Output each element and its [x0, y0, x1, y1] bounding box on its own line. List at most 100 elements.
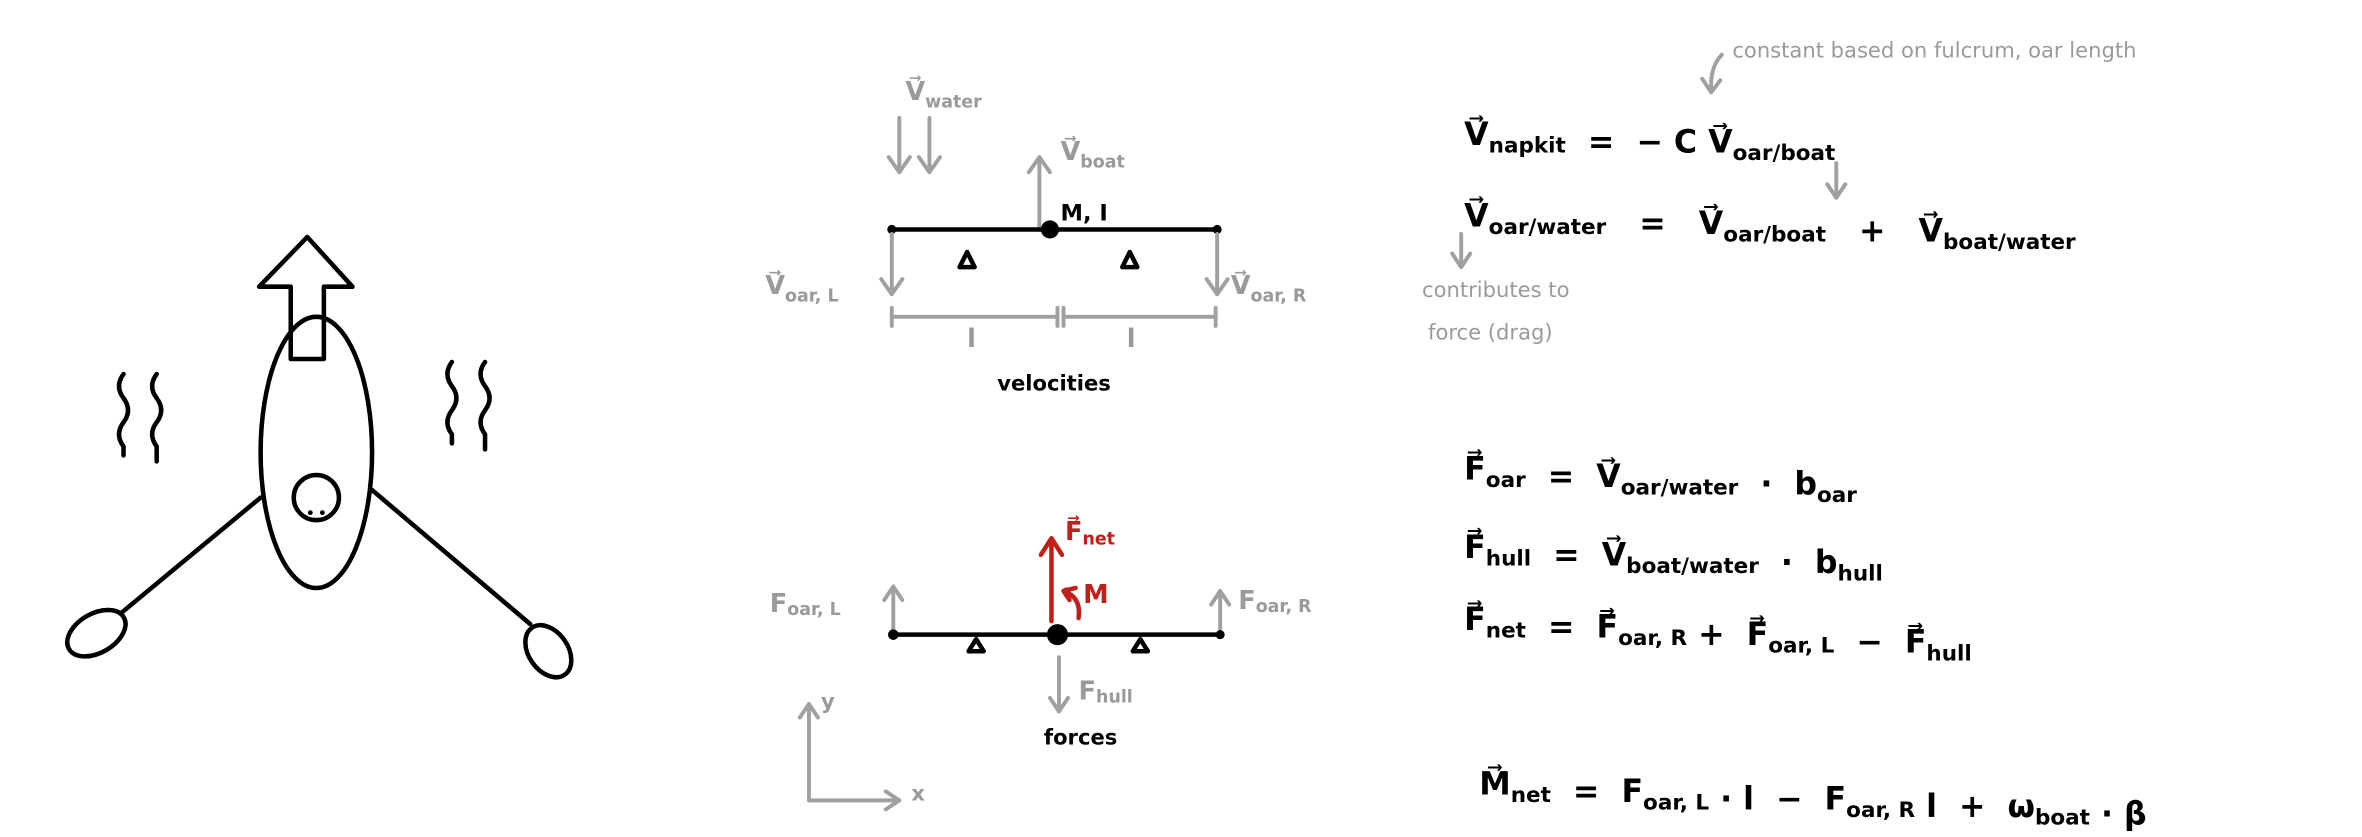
equation-term: V⃗ — [1699, 203, 1724, 242]
equation-subscript: oar/boat — [1723, 223, 1826, 248]
rower-eye — [307, 510, 313, 516]
equation-subscript: oar/water — [1489, 215, 1607, 240]
oar-blade-left — [65, 607, 128, 659]
forces-caption: forces — [1044, 725, 1117, 750]
equation-term: V⃗ — [1708, 122, 1733, 161]
equation-net-force: F⃗net = F⃗oar, R + F⃗oar, L − F⃗hull — [1464, 599, 1972, 666]
equation-subscript: oar/boat — [1733, 141, 1836, 166]
equation-term: F — [1621, 774, 1643, 810]
boat-velocity-arrow — [1026, 155, 1052, 229]
v-oar-left-label: V⃗oar, L — [765, 270, 838, 307]
velocities-diagram: V⃗water V⃗boat M, I V⃗oar, L V⃗oar, R l … — [765, 75, 1307, 395]
equation-term: F⃗ — [1464, 527, 1486, 566]
equation-term: = — [1606, 206, 1699, 242]
equation-subscript: hull — [1838, 561, 1883, 586]
length-dimension — [889, 305, 1218, 328]
oar-right — [369, 487, 533, 627]
equation-term: · β — [2090, 796, 2147, 832]
fulcrum-right-icon — [1130, 636, 1151, 654]
axis-x-label: x — [911, 780, 925, 805]
equation-subscript: boat — [2035, 805, 2090, 830]
moment-label: M — [1083, 580, 1108, 610]
forces-diagram: Foar, L Foar, R F⃗net M Fhull forces y x — [770, 515, 1312, 812]
equation-term: · b — [1759, 545, 1838, 581]
annotation-arrow — [1700, 52, 1724, 95]
f-oar-right-arrow — [1209, 589, 1232, 634]
boat-sketch — [65, 234, 574, 680]
equation-oar-force: F⃗oar = V⃗oar/water · boar — [1464, 449, 1857, 508]
v-oar-right-label: V⃗oar, R — [1231, 270, 1307, 307]
center-of-mass — [1046, 624, 1069, 646]
f-net-label: F⃗net — [1065, 515, 1115, 549]
axes-icon — [797, 702, 902, 812]
equation-napkit-velocity: V⃗napkit = − C V⃗oar/boat — [1464, 114, 1835, 166]
rower-head — [291, 472, 342, 523]
equation-term: = — [1551, 774, 1622, 810]
f-hull-label: Fhull — [1079, 676, 1133, 707]
equation-term: + — [1687, 617, 1747, 653]
center-of-mass — [1040, 220, 1059, 239]
equation-subscript: net — [1486, 619, 1526, 644]
annotation-arrow — [1825, 161, 1848, 200]
equation-term: F⃗ — [1464, 449, 1486, 488]
fulcrum-right-icon — [1119, 249, 1140, 270]
equation-subscript: oar, L — [1643, 790, 1709, 815]
equation-oar-water-velocity: V⃗oar/water = V⃗oar/boat + V⃗boat/water — [1464, 196, 2076, 255]
net-force-arrow — [1038, 535, 1065, 624]
f-oar-left-label: Foar, L — [770, 589, 841, 620]
equation-subscript: hull — [1486, 546, 1531, 571]
equation-subscript: oar, R — [1618, 626, 1687, 651]
water-wave-icon — [445, 359, 459, 446]
equation-term: F — [1825, 781, 1847, 817]
equation-net-moment: M⃗net = Foar, L · l − Foar, R l + ωboat … — [1479, 764, 2146, 833]
equation-term: V⃗ — [1464, 196, 1489, 235]
oar-right-velocity-arrow — [1204, 232, 1230, 297]
equation-subscript: napkit — [1489, 134, 1566, 159]
oar-left-velocity-arrow — [879, 232, 905, 297]
equation-term: F⃗ — [1464, 599, 1486, 638]
equation-subscript: oar — [1486, 468, 1526, 493]
equation-term: − — [1834, 625, 1905, 661]
equation-subscript: oar, R — [1846, 798, 1915, 823]
beam-end-left — [888, 629, 899, 640]
length-left-label: l — [967, 324, 976, 354]
constant-note: constant based on fulcrum, oar length — [1732, 38, 2136, 63]
f-oar-left-arrow — [882, 584, 905, 634]
equation-subscript: oar/water — [1621, 476, 1739, 501]
water-wave-icon — [478, 359, 492, 452]
equation-subscript: oar, L — [1768, 634, 1834, 659]
mass-inertia-label: M, I — [1060, 200, 1107, 226]
fulcrum-left-icon — [957, 249, 977, 270]
equation-hull-force: F⃗hull = V⃗boat/water · bhull — [1464, 527, 1883, 586]
equation-term: V⃗ — [1919, 211, 1944, 250]
equation-term: V⃗ — [1596, 456, 1621, 495]
equation-term: + — [1826, 214, 1919, 250]
equation-subscript: oar — [1817, 483, 1857, 508]
v-boat-label: V⃗boat — [1060, 135, 1124, 172]
water-velocity-arrow — [886, 116, 942, 175]
equation-term: = − C — [1566, 125, 1708, 161]
equation-term: = — [1526, 459, 1597, 495]
oar-blade-right — [523, 622, 574, 680]
velocities-caption: velocities — [997, 371, 1111, 396]
rower-eye — [319, 510, 325, 516]
equations: V⃗napkit = − C V⃗oar/boat V⃗oar/water = … — [1464, 114, 2146, 832]
equation-term: V⃗ — [1602, 535, 1627, 574]
equation-subscript: boat/water — [1943, 230, 2076, 255]
length-right-label: l — [1127, 324, 1136, 354]
equation-subscript: boat/water — [1626, 554, 1759, 579]
annotations: constant based on fulcrum, oar length co… — [1422, 38, 2136, 345]
equation-term: M⃗ — [1479, 764, 1510, 803]
beam-end-right — [1215, 630, 1225, 640]
equation-term: F⃗ — [1747, 614, 1769, 653]
equation-term: F⃗ — [1597, 607, 1619, 646]
axis-y-label: y — [821, 688, 835, 713]
water-wave-icon — [116, 371, 131, 458]
drag-note-line2: force (drag) — [1428, 319, 1553, 344]
equation-term: · b — [1738, 467, 1817, 503]
boat-hull — [258, 314, 375, 591]
annotation-arrow — [1450, 232, 1473, 270]
equation-subscript: hull — [1926, 641, 1971, 666]
f-oar-right-label: Foar, R — [1238, 586, 1312, 617]
drag-note-line1: contributes to — [1422, 277, 1569, 302]
